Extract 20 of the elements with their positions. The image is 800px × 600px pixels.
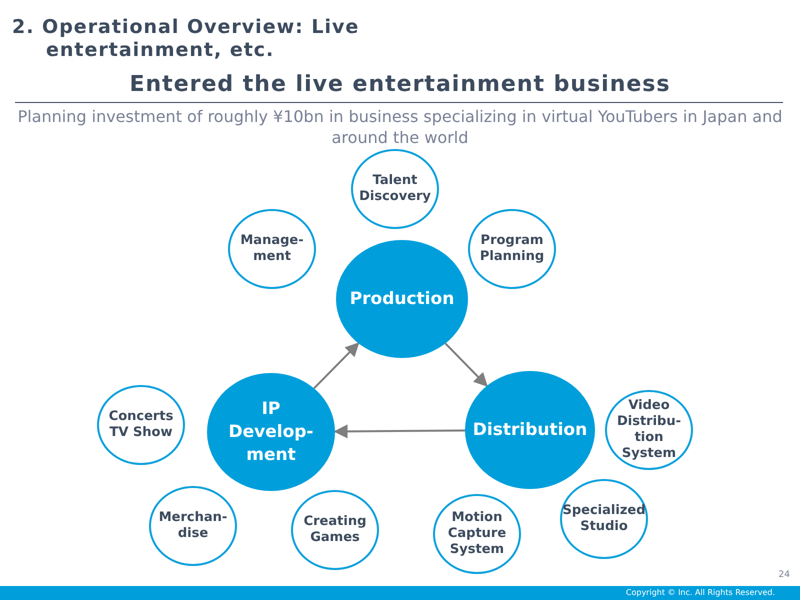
arrow [334, 424, 466, 438]
slide-title: 2. Operational Overview: Live entertainment, etc. [12, 16, 360, 62]
topic-circle: Specialized Studio [560, 479, 648, 559]
main-circle: IP Develop- ment [207, 373, 335, 491]
topic-circle: Program Planning [468, 209, 556, 289]
main-circle: Production [336, 240, 468, 358]
arrow [444, 342, 488, 387]
arrow [313, 342, 360, 390]
topic-circle: Video Distribu- tion System [605, 390, 693, 470]
topic-circle: Merchan- dise [149, 486, 237, 566]
copyright-text: Copyright © Inc. All Rights Reserved. [624, 588, 775, 597]
topic-circle: Talent Discovery [351, 149, 439, 229]
heading: Entered the live entertainment business [128, 72, 672, 97]
topic-circle: Motion Capture System [433, 494, 521, 574]
page-number: 24 [778, 570, 790, 580]
main-circle: Distribution [465, 371, 595, 489]
topic-circle: Creating Games [291, 490, 379, 570]
topic-circle: Concerts TV Show [97, 385, 185, 465]
topic-circle: Manage- ment [228, 209, 316, 289]
subtitle: Planning investment of roughly ¥10bn in business specializing in virtual YouTubers in Japan and around the world [16, 106, 784, 148]
